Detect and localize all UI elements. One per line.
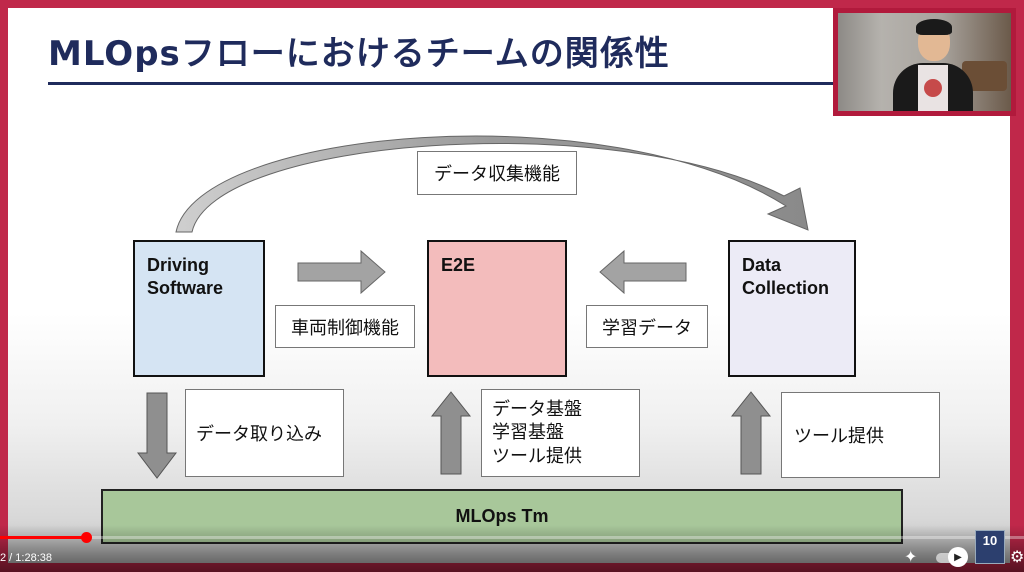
gear-icon[interactable]: ⚙	[1010, 547, 1024, 566]
title-underline	[48, 82, 838, 85]
label-training-data: 学習データ	[586, 305, 708, 348]
progress-track[interactable]	[0, 536, 1024, 539]
label-data-ingest: データ取り込み	[185, 389, 344, 477]
arrow-right-to-e2e	[297, 249, 386, 295]
label-data-collection-feature: データ収集機能	[417, 151, 577, 195]
progress-fill	[0, 536, 87, 539]
box-driving-software: Driving Software	[133, 240, 265, 377]
presenter-hair	[916, 19, 952, 35]
video-player-controls: 2 / 1:28:38 ✦ ▶ ⚙	[0, 525, 1024, 572]
curved-arrow-collection	[175, 135, 809, 233]
chapter-button[interactable]: 10	[975, 530, 1005, 564]
flow-arrows	[136, 135, 809, 479]
arrow-down-to-mlops	[136, 392, 178, 479]
presenter-shirt-print	[924, 79, 942, 97]
platform-line-tools: ツール提供	[492, 445, 582, 467]
label-tools: ツール提供	[781, 392, 940, 478]
progress-scrubber[interactable]	[81, 532, 93, 543]
sparkle-icon[interactable]: ✦	[904, 547, 918, 566]
platform-line-learning: 学習基盤	[492, 422, 564, 444]
autoplay-toggle-icon[interactable]: ▶	[948, 547, 968, 567]
box-e2e: E2E	[427, 240, 567, 377]
presenter-webcam	[833, 8, 1016, 116]
arrow-up-to-data-collection	[730, 391, 772, 475]
arrow-left-to-e2e	[599, 249, 687, 295]
arrow-up-to-e2e	[430, 391, 472, 475]
webcam-video	[838, 13, 1011, 111]
slide-title: MLOpsフローにおけるチームの関係性	[48, 34, 670, 74]
label-platform-list: データ基盤 学習基盤 ツール提供	[481, 389, 640, 477]
box-data-collection: Data Collection	[728, 240, 856, 377]
time-display: 2 / 1:28:38	[0, 552, 52, 564]
label-vehicle-control-feature: 車両制御機能	[275, 305, 415, 348]
platform-line-data: データ基盤	[492, 398, 582, 420]
